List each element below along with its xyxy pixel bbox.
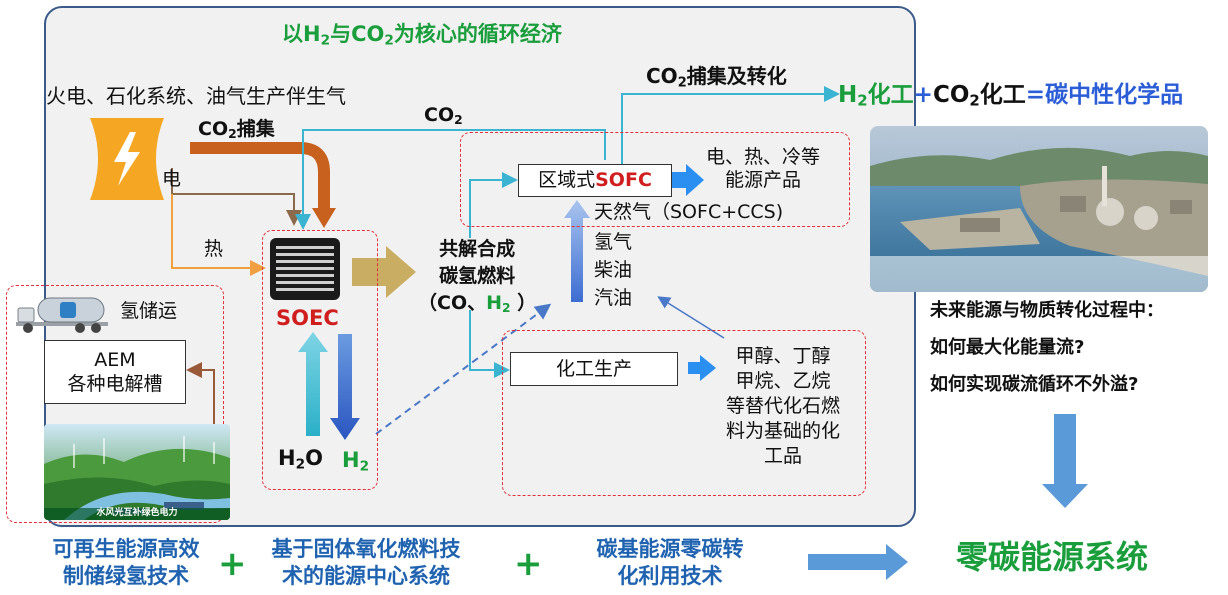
fuel-item: 汽油 bbox=[594, 287, 633, 309]
hydrogen-storage-label: 氢储运 bbox=[120, 300, 178, 322]
co2-conversion-line bbox=[621, 86, 840, 166]
h2-down-arrow bbox=[330, 334, 360, 440]
sofc-dashed-group bbox=[460, 132, 850, 227]
fuel-up-arrow bbox=[564, 200, 590, 302]
hydrogen-tanker-icon bbox=[16, 297, 108, 333]
green-power-to-aem-line bbox=[186, 362, 215, 424]
tech-sofc-energy-center: 基于固体氧化燃料技术的能源中心系统 bbox=[271, 537, 461, 588]
co2-capture-arrow bbox=[190, 142, 330, 210]
tech-green-hydrogen: 可再生能源高效制储绿氢技术 bbox=[52, 537, 200, 588]
fuel-to-chem-line bbox=[469, 310, 510, 378]
chem-dashed-group bbox=[502, 330, 866, 496]
fuel-item: 柴油 bbox=[594, 259, 633, 281]
power-plant-icon bbox=[90, 118, 164, 200]
co-electrolysis-label: 共解合成 碳氢燃料 （CO、H2 ） bbox=[418, 238, 537, 316]
soec-label: SOEC bbox=[276, 306, 339, 330]
chem-to-products-arrow bbox=[688, 355, 716, 381]
h2o-up-arrow bbox=[298, 332, 328, 436]
green-power-image: 水风光互补绿色电力 bbox=[44, 424, 230, 520]
soec-stack-icon bbox=[270, 238, 340, 300]
questions-down-arrow bbox=[1042, 414, 1088, 508]
co2-conversion-label: CO2捕集及转化 bbox=[646, 64, 787, 91]
plus-sign: + bbox=[514, 544, 543, 584]
chem-to-fuels-line bbox=[657, 296, 725, 339]
co2-recycle-line bbox=[295, 129, 606, 230]
h2-label: H2 bbox=[342, 448, 370, 475]
plus-sign: + bbox=[218, 544, 247, 584]
question-item: 如何实现碳流循环不外溢? bbox=[930, 374, 1139, 395]
heat-line bbox=[171, 194, 266, 276]
questions-block: 未来能源与物质转化过程中： 如何最大化能量流? 如何实现碳流循环不外溢? bbox=[930, 292, 1164, 403]
sofc-to-products-arrow bbox=[672, 164, 704, 196]
electricity-label: 电 bbox=[162, 168, 182, 190]
question-item: 未来能源与物质转化过程中： bbox=[930, 300, 1164, 321]
fuel-item: 氢气 bbox=[594, 231, 633, 253]
co2-capture-arrowhead bbox=[312, 208, 336, 228]
co2-label: CO2 bbox=[424, 104, 463, 128]
green-power-caption: 水风光互补绿色电力 bbox=[96, 508, 178, 518]
carbon-neutral-formula: H2化工+CO2化工=碳中性化学品 bbox=[838, 82, 1184, 110]
question-item: 如何最大化能量流? bbox=[930, 337, 1085, 358]
bottom-result-arrow bbox=[808, 544, 908, 580]
tech-zero-carbon-conversion: 碳基能源零碳转化利用技术 bbox=[596, 537, 744, 588]
chemical-products-list: 甲醇、丁醇甲烷、乙烷 等替代化石燃料为基础的化 工品 bbox=[725, 345, 840, 467]
fuels-list: 氢气 柴油 汽油 bbox=[594, 228, 632, 312]
power-station-photo bbox=[870, 126, 1208, 292]
sources-label: 火电、石化系统、油气生产伴生气 bbox=[46, 84, 346, 108]
fuel-to-sofc-line bbox=[469, 172, 518, 238]
soec-dashed-group bbox=[262, 230, 378, 490]
soec-to-fuel-arrow bbox=[352, 246, 416, 298]
chemical-production-box: 化工生产 bbox=[510, 352, 678, 386]
co2-capture-label: CO2捕集 bbox=[198, 118, 275, 142]
renewable-dashed-group bbox=[6, 285, 224, 523]
heat-label: 热 bbox=[204, 238, 224, 260]
h2o-label: H2O bbox=[278, 446, 323, 473]
energy-products-label: 电、热、冷等能源产品 bbox=[706, 146, 821, 191]
diagram-title: 以H2与CO2为核心的循环经济 bbox=[282, 22, 562, 49]
natural-gas-sofc-ccs-label: 天然气（SOFC+CCS) bbox=[594, 201, 784, 223]
electricity-line bbox=[171, 168, 302, 226]
zero-carbon-energy-system: 零碳能源系统 bbox=[956, 538, 1149, 576]
